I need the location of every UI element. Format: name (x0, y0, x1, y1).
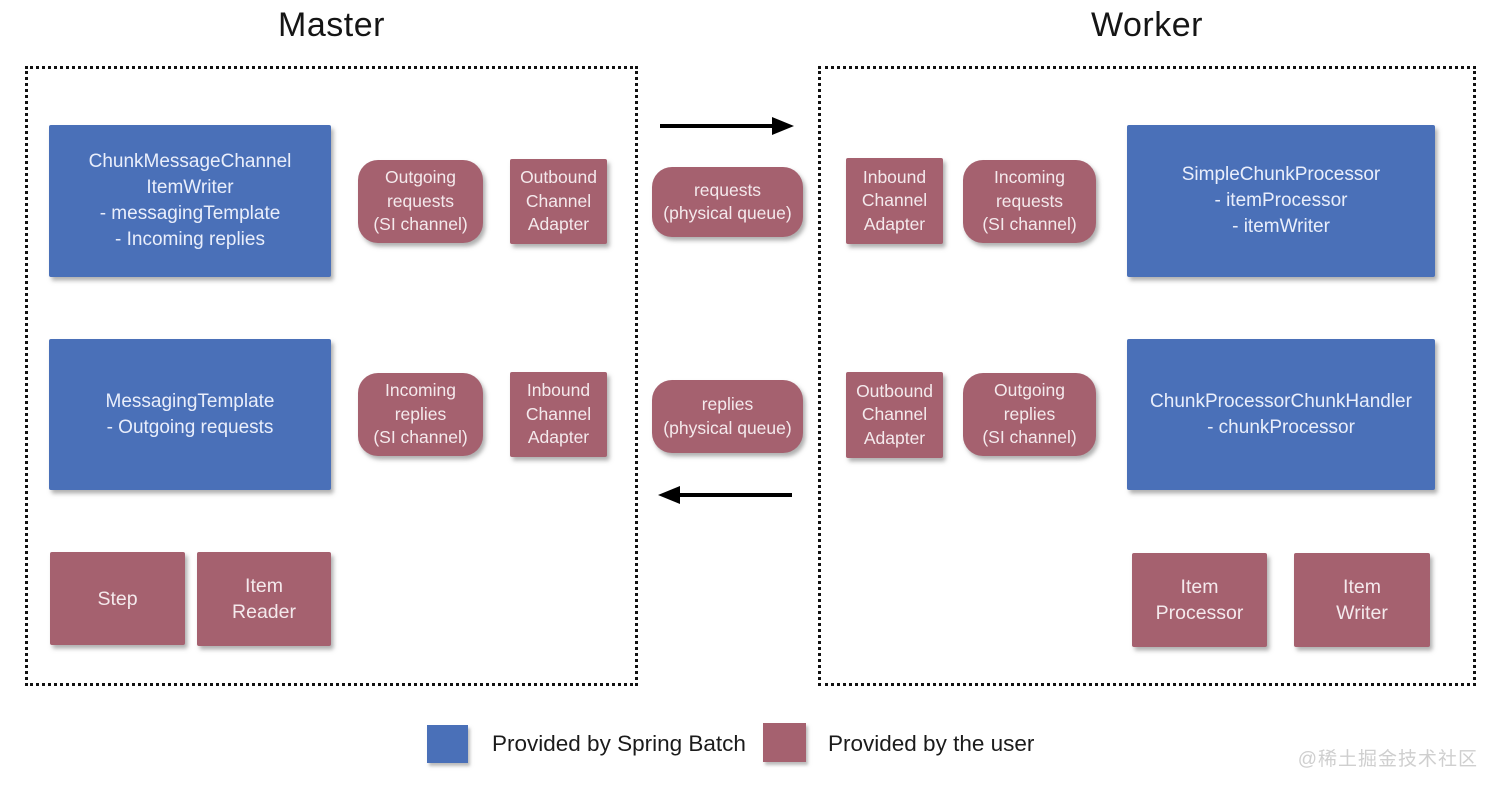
legend-spring-batch-swatch (427, 725, 468, 763)
box-text-line: requests (995, 190, 1064, 211)
box-text-line: Channel (525, 190, 592, 211)
legend: Provided by Spring Batch Provided by the… (0, 710, 1512, 770)
messaging-template-box: MessagingTemplate - Outgoing requests (49, 339, 331, 490)
box-text-line: Adapter (527, 427, 590, 448)
box-text-line: Incoming (993, 167, 1065, 188)
box-text-line: Processor (1155, 602, 1244, 624)
box-text-line: ChunkMessageChannel (88, 151, 292, 172)
chunk-processor-chunk-handler-box: ChunkProcessorChunkHandler - chunkProces… (1127, 339, 1435, 490)
box-text-line: Incoming (384, 380, 456, 401)
master-title: Master (278, 6, 385, 44)
box-text-line: Outbound (856, 380, 933, 401)
box-text-line: - messagingTemplate (99, 203, 281, 224)
box-text-line: (physical queue) (663, 417, 792, 438)
box-text-line: (SI channel) (982, 427, 1077, 448)
box-text-line: - Incoming replies (115, 229, 265, 250)
box-text-line: replies (394, 403, 447, 424)
box-text-line: Item (245, 575, 283, 597)
step-box: Step (50, 552, 185, 645)
box-text-line: Channel (525, 403, 592, 424)
box-text-line: replies (701, 394, 754, 414)
box-text-line: Step (97, 587, 138, 610)
worker-title: Worker (1091, 6, 1203, 44)
item-reader-box: Item Reader (197, 552, 331, 646)
box-text-line: Item (1343, 576, 1381, 598)
worker-outgoing-replies-channel: Outgoing replies (SI channel) (963, 373, 1096, 456)
requests-arrow-right-icon (660, 117, 794, 135)
master-outgoing-requests-channel: Outgoing requests (SI channel) (358, 160, 483, 243)
worker-region (818, 66, 1476, 686)
legend-user-swatch (763, 723, 806, 762)
box-text-line: Inbound (526, 380, 591, 401)
box-text-line: (physical queue) (663, 203, 792, 223)
box-text-line: replies (1003, 403, 1056, 424)
box-text-line: Channel (861, 190, 928, 211)
worker-incoming-requests-channel: Incoming requests (SI channel) (963, 160, 1096, 243)
master-outbound-channel-adapter: Outbound Channel Adapter (510, 159, 607, 244)
box-text-line: ItemWriter (146, 177, 234, 198)
master-incoming-replies-channel: Incoming replies (SI channel) (358, 373, 483, 456)
box-text-line: - Outgoing requests (106, 416, 274, 438)
box-text-line: Outbound (520, 167, 597, 188)
chunk-message-channel-item-writer-box: ChunkMessageChannel ItemWriter - messagi… (49, 125, 331, 277)
item-processor-box: Item Processor (1132, 553, 1267, 647)
worker-inbound-channel-adapter: Inbound Channel Adapter (846, 158, 943, 244)
box-text-line: (SI channel) (982, 214, 1077, 235)
box-text-line: Adapter (863, 427, 926, 448)
watermark: @稀土掘金技术社区 (1297, 749, 1478, 770)
box-text-line: (SI channel) (373, 427, 468, 448)
box-text-line: SimpleChunkProcessor (1181, 164, 1381, 185)
box-text-line: MessagingTemplate (105, 390, 275, 412)
box-text-line: Adapter (527, 214, 590, 235)
box-text-line: ChunkProcessorChunkHandler (1150, 390, 1412, 412)
box-text-line: Adapter (863, 213, 926, 234)
legend-user-label: Provided by the user (828, 731, 1035, 756)
master-inbound-channel-adapter: Inbound Channel Adapter (510, 372, 607, 457)
box-text-line: requests (693, 179, 762, 200)
box-text-line: (SI channel) (373, 214, 468, 235)
box-text-line: - itemWriter (1232, 216, 1330, 237)
box-text-line: Outgoing (384, 167, 457, 188)
legend-spring-batch-label: Provided by Spring Batch (492, 731, 746, 756)
box-text-line: Item (1180, 576, 1219, 598)
box-text-line: Writer (1336, 602, 1388, 624)
box-text-line: - chunkProcessor (1207, 416, 1355, 438)
box-text-line: Outgoing (993, 380, 1066, 401)
box-text-line: - itemProcessor (1214, 190, 1348, 211)
replies-arrow-left-icon (658, 486, 792, 504)
requests-physical-queue: requests (physical queue) (652, 167, 803, 237)
item-writer-box: Item Writer (1294, 553, 1430, 647)
box-text-line: Reader (232, 601, 296, 623)
worker-outbound-channel-adapter: Outbound Channel Adapter (846, 372, 943, 458)
box-text-line: requests (386, 190, 455, 211)
simple-chunk-processor-box: SimpleChunkProcessor - itemProcessor - i… (1127, 125, 1435, 277)
box-text-line: Inbound (862, 166, 927, 187)
box-text-line: Channel (861, 404, 928, 425)
master-region (25, 66, 638, 686)
replies-physical-queue: replies (physical queue) (652, 380, 803, 453)
